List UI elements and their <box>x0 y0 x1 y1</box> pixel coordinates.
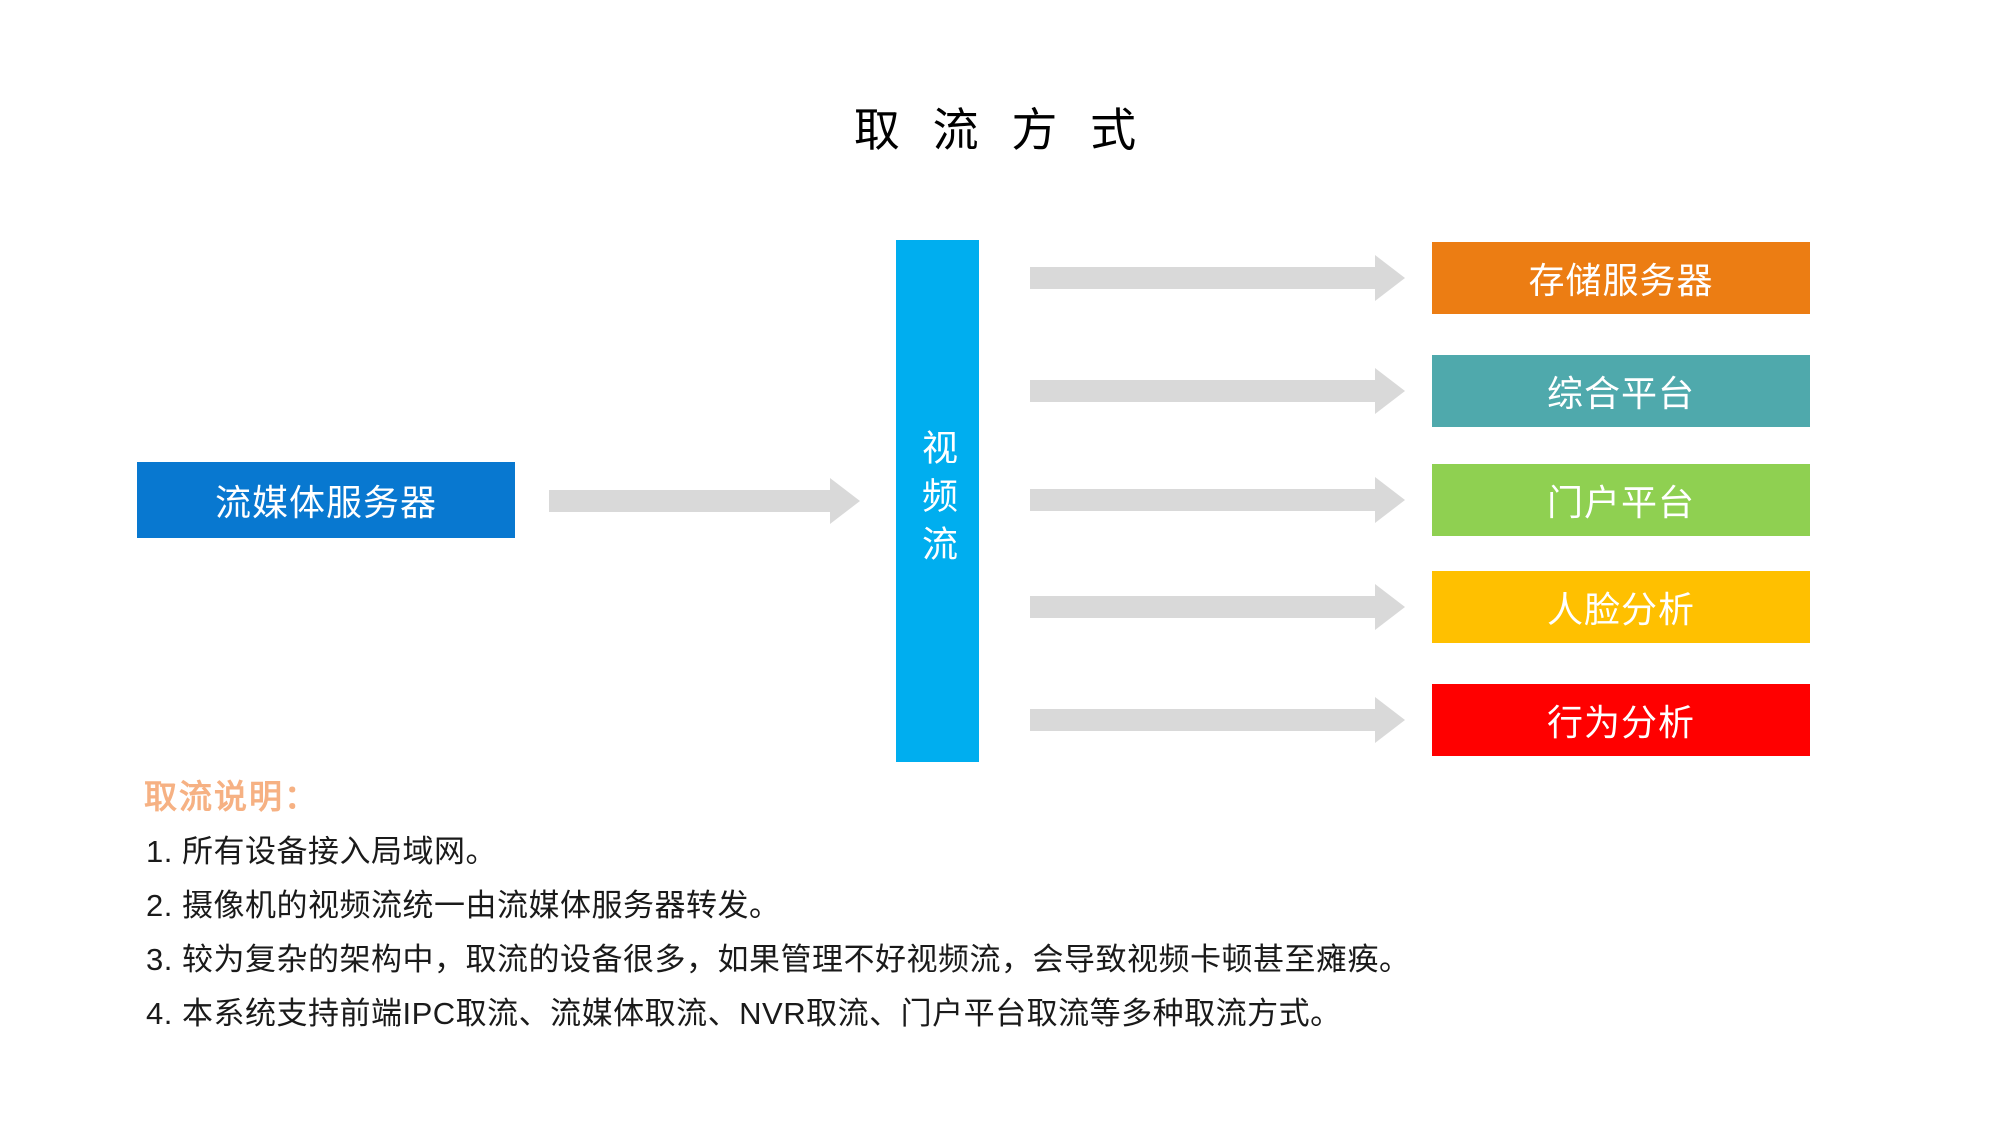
source-box-label: 流媒体服务器 <box>214 482 437 523</box>
arrow-to-face-analysis <box>1030 584 1405 630</box>
target-box-label: 存储服务器 <box>1528 260 1714 301</box>
stream-box-video-stream: 视频流 <box>896 240 979 762</box>
arrow-to-storage-server <box>1030 255 1405 301</box>
target-box-portal-platform: 门户平台 <box>1432 464 1810 536</box>
arrow-shaft <box>1030 596 1375 618</box>
note-item-2: 2. 摄像机的视频流统一由流媒体服务器转发。 <box>146 888 781 923</box>
target-box-behavior-analysis: 行为分析 <box>1432 684 1810 756</box>
target-box-label: 综合平台 <box>1546 373 1695 414</box>
arrow-shaft <box>1030 489 1375 511</box>
arrow-shaft <box>1030 267 1375 289</box>
target-box-face-analysis: 人脸分析 <box>1432 571 1810 643</box>
stream-box-label: 视频流 <box>917 429 958 573</box>
page-title: 取 流 方 式 <box>853 104 1147 156</box>
arrow-shaft <box>1030 709 1375 731</box>
arrow-head-icon <box>1375 584 1405 630</box>
target-box-integrated-platform: 综合平台 <box>1432 355 1810 427</box>
source-box-streaming-media-server: 流媒体服务器 <box>137 462 515 538</box>
target-box-label: 人脸分析 <box>1546 589 1695 630</box>
arrow-to-behavior-analysis <box>1030 697 1405 743</box>
notes-heading: 取流说明： <box>144 778 319 815</box>
note-item-4: 4. 本系统支持前端IPC取流、流媒体取流、NVR取流、门户平台取流等多种取流方… <box>146 996 1342 1031</box>
arrow-head-icon <box>830 478 860 524</box>
arrow-head-icon <box>1375 477 1405 523</box>
arrow-to-integrated-platform <box>1030 368 1405 414</box>
arrow-to-portal-platform <box>1030 477 1405 523</box>
arrow-shaft <box>1030 380 1375 402</box>
note-item-3: 3. 较为复杂的架构中，取流的设备很多，如果管理不好视频流，会导致视频卡顿甚至瘫… <box>146 942 1411 977</box>
target-box-label: 行为分析 <box>1546 702 1695 743</box>
arrow-head-icon <box>1375 255 1405 301</box>
note-item-1: 1. 所有设备接入局域网。 <box>146 834 497 869</box>
target-box-storage-server: 存储服务器 <box>1432 242 1810 314</box>
arrow-source-to-stream <box>549 478 860 524</box>
target-box-label: 门户平台 <box>1546 482 1695 523</box>
arrow-head-icon <box>1375 368 1405 414</box>
arrow-shaft <box>549 490 830 512</box>
arrow-head-icon <box>1375 697 1405 743</box>
